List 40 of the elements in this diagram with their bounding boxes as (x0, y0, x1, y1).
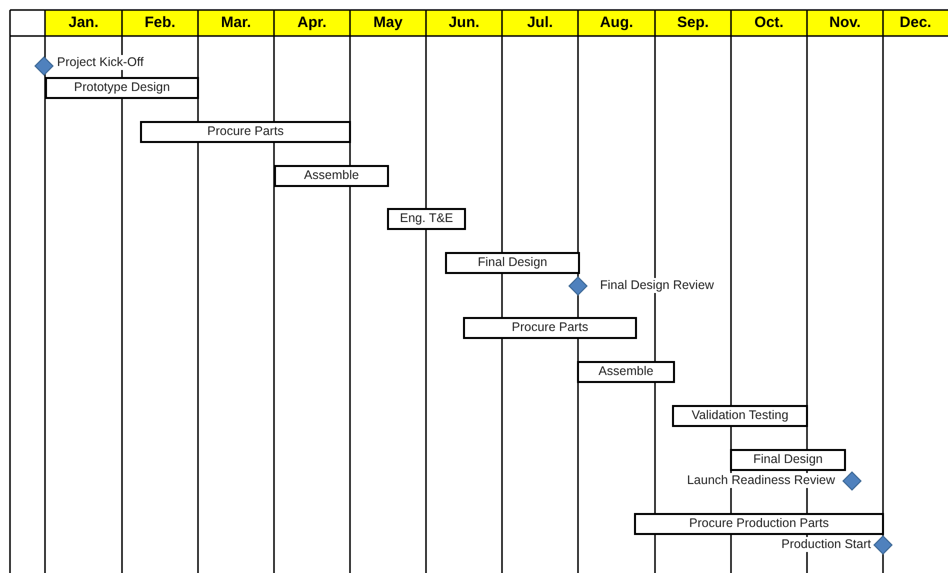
month-header: Mar. (220, 13, 252, 33)
task-bar (463, 317, 637, 339)
milestone-label: Project Kick-Off (56, 55, 145, 70)
task-label: Assemble (598, 364, 654, 378)
task-bar (445, 252, 580, 274)
task-bar (730, 449, 846, 471)
month-header: Jun. (448, 13, 480, 33)
task-bar (634, 513, 884, 535)
milestone-label: Production Start (780, 537, 872, 552)
task-bar (45, 77, 199, 99)
task-label: Prototype Design (74, 80, 170, 94)
task-bar (577, 361, 675, 383)
month-header: Apr. (296, 13, 328, 33)
month-header: Feb. (144, 13, 176, 33)
task-label: Final Design (478, 255, 548, 269)
month-header: Oct. (753, 13, 785, 33)
month-header: May (372, 13, 404, 33)
task-label: Procure Parts (512, 320, 588, 334)
task-bar (140, 121, 351, 143)
task-label: Final Design (753, 452, 823, 466)
month-header: Jul. (526, 13, 554, 33)
milestone-diamond (842, 471, 862, 491)
milestone-label: Final Design Review (599, 278, 715, 293)
milestone-diamond (34, 56, 54, 76)
task-bar (274, 165, 389, 187)
milestone-label: Launch Readiness Review (686, 473, 836, 488)
month-header: Dec. (898, 13, 932, 33)
month-header: Aug. (598, 13, 634, 33)
milestone-diamond (568, 276, 588, 296)
task-bar (387, 208, 466, 230)
month-header: Sep. (676, 13, 710, 33)
task-label: Eng. T&E (400, 211, 454, 225)
task-label: Validation Testing (692, 408, 788, 422)
month-header: Jan. (67, 13, 100, 33)
task-label: Assemble (304, 168, 359, 182)
month-header: Nov. (828, 13, 862, 33)
task-label: Procure Parts (207, 124, 284, 138)
task-bar (672, 405, 808, 427)
task-label: Procure Production Parts (689, 516, 829, 530)
milestone-diamond (873, 535, 893, 555)
